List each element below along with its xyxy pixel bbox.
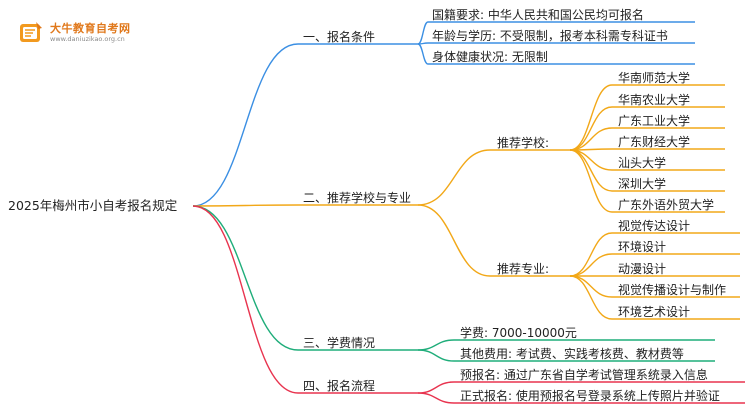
sub-connector [417, 204, 491, 277]
sub-node-schools: 推荐学校: [497, 136, 550, 150]
root-to-branch-connector [192, 204, 299, 207]
school-leaf: 华南师范大学 [618, 71, 691, 85]
school-leaf: 深圳大学 [618, 177, 667, 191]
branch-node-tuition: 三、学费情况 [303, 336, 376, 350]
leaf-connector [417, 21, 429, 45]
major-leaf: 视觉传达设计 [618, 219, 691, 233]
book-logo-icon [20, 22, 42, 42]
branch-node-eligibility: 一、报名条件 [303, 30, 376, 44]
major-leaf: 环境艺术设计 [618, 305, 691, 319]
leaf-node: 预报名: 通过广东省自学考试管理系统录入信息 [460, 368, 708, 382]
school-leaf: 广东外语外贸大学 [618, 198, 715, 212]
sub-connector [417, 149, 491, 206]
root-to-branch-connector [192, 43, 299, 207]
leaf-connector [417, 339, 455, 351]
leaf-node: 其他费用: 考试费、实践考核费、教材费等 [460, 347, 684, 361]
logo-title: 大牛教育自考网 [50, 22, 131, 35]
school-leaf: 华南农业大学 [618, 93, 691, 107]
leaf-node: 身体健康状况: 无限制 [432, 50, 548, 64]
leaf-connector [569, 275, 613, 320]
branch-node-process: 四、报名流程 [303, 379, 376, 393]
leaf-connector [417, 381, 455, 394]
leaf-connector [569, 149, 613, 192]
root-node: 2025年梅州市小自考报名规定 [8, 198, 178, 213]
leaf-connector [569, 127, 613, 151]
logo-url: www.daniuzikao.org.cn [50, 35, 125, 43]
leaf-connector [417, 349, 455, 362]
leaf-connector [417, 43, 429, 65]
site-logo: 大牛教育自考网 www.daniuzikao.org.cn [18, 18, 178, 48]
leaf-node: 年龄与学历: 不受限制，报考本科需专科证书 [432, 29, 668, 43]
leaf-node: 正式报名: 使用预报名号登录系统上传照片并验证 [460, 389, 720, 403]
root-to-branch-connector [192, 205, 299, 351]
sub-node-majors: 推荐专业: [497, 262, 550, 276]
major-leaf: 视觉传播设计与制作 [618, 283, 727, 297]
school-leaf: 汕头大学 [618, 156, 667, 170]
major-leaf: 动漫设计 [618, 262, 667, 276]
leaf-connector [569, 253, 613, 277]
branch-node-schools-majors: 二、推荐学校与专业 [303, 191, 412, 205]
leaf-connector [417, 392, 455, 404]
leaf-node: 学费: 7000-10000元 [460, 326, 577, 340]
leaf-connector [569, 84, 613, 151]
school-leaf: 广东工业大学 [618, 114, 691, 128]
leaf-connector [569, 275, 613, 298]
root-to-branch-connector [192, 205, 299, 394]
leaf-node: 国籍要求: 中华人民共和国公民均可报名 [432, 8, 644, 22]
leaf-connector [569, 149, 613, 213]
major-leaf: 环境设计 [618, 240, 667, 254]
school-leaf: 广东财经大学 [618, 135, 691, 149]
